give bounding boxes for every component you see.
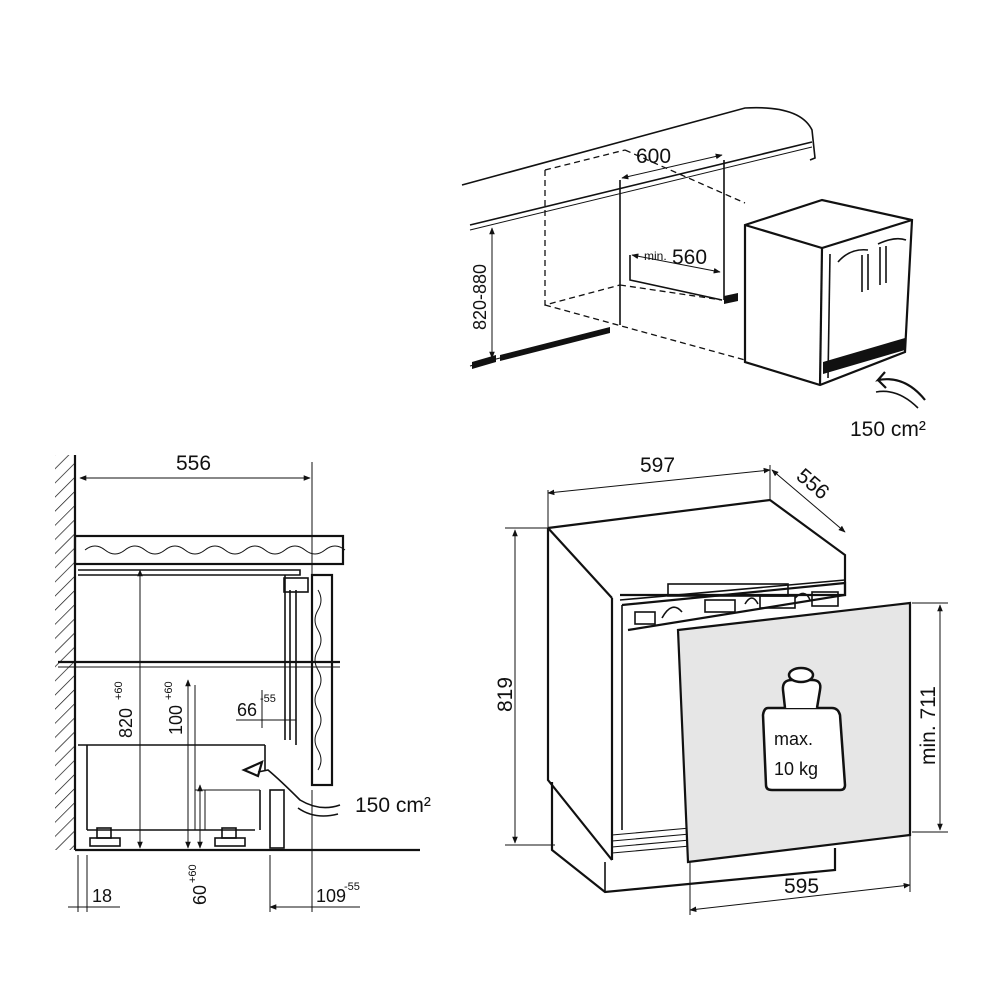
dim-820-880-label: 820-880 bbox=[470, 264, 490, 330]
top-ventilation-label: 150 cm² bbox=[850, 418, 926, 441]
side-dim-820-label: 820 bbox=[116, 708, 136, 738]
top-installation-view: 600 min. 560 820-880 150 cm² bbox=[461, 106, 926, 441]
side-dim-60-tol: +60 bbox=[187, 864, 199, 883]
side-dim-60-label: 60 bbox=[190, 885, 210, 905]
side-dim-556-label: 556 bbox=[176, 452, 211, 475]
side-dim-109-label: 109 bbox=[316, 886, 346, 906]
product-dim-819-label: 819 bbox=[494, 677, 517, 712]
side-dim-109-tol: -55 bbox=[344, 881, 360, 893]
side-section-view: 820 +60 100 +60 60 +60 66 -55 556 150 cm… bbox=[55, 452, 431, 912]
side-dim-820-tol: +60 bbox=[113, 681, 125, 700]
product-dim-597-label: 597 bbox=[640, 454, 675, 477]
dim-600-label: 600 bbox=[636, 145, 671, 168]
product-view: 597 556 819 max. bbox=[494, 454, 948, 915]
product-dim-595-label: 595 bbox=[784, 875, 819, 898]
side-dim-100-label: 100 bbox=[166, 705, 186, 735]
weight-value-label: 10 kg bbox=[774, 759, 818, 779]
side-dim-18-label: 18 bbox=[92, 886, 112, 906]
side-dim-100-tol: +60 bbox=[163, 681, 175, 700]
product-dim-711-label: min. 711 bbox=[917, 686, 940, 765]
weight-max-label: max. bbox=[774, 729, 813, 749]
product-dim-556-label: 556 bbox=[792, 464, 834, 504]
side-dim-66-tol: -55 bbox=[260, 693, 276, 705]
weight-icon: max. 10 kg bbox=[761, 666, 847, 792]
dim-min-560-label: 560 bbox=[672, 246, 707, 269]
dim-min-prefix: min. bbox=[644, 249, 667, 263]
side-ventilation-label: 150 cm² bbox=[355, 794, 431, 817]
side-dim-66-label: 66 bbox=[237, 700, 257, 720]
